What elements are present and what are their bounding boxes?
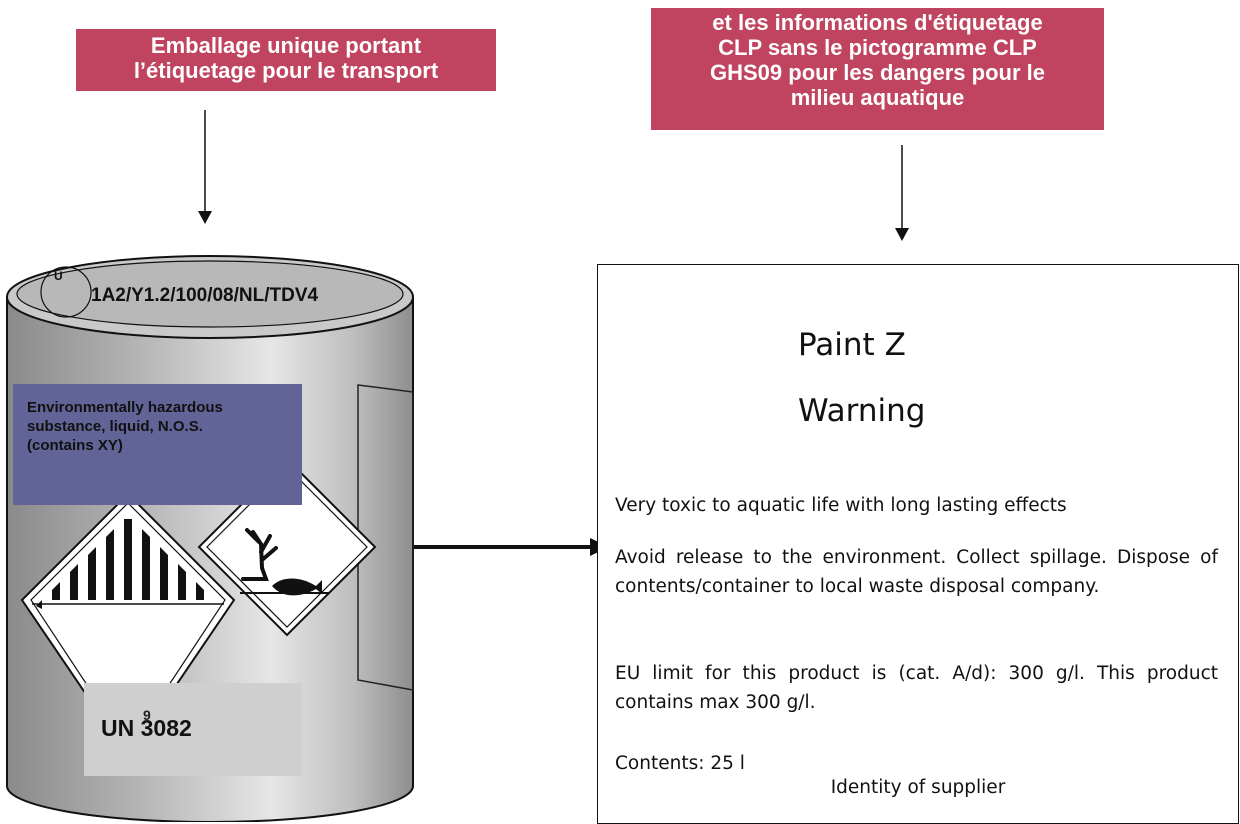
eu-limit-text: EU limit for this product is (cat. A/d):… <box>615 663 1218 713</box>
dead-fish-icon <box>272 578 322 596</box>
supplier-identity: Identity of supplier <box>830 777 1006 798</box>
un-number-panel <box>84 683 302 776</box>
callout-line: et les informations d'étiquetage <box>712 10 1043 35</box>
callout-line: Emballage unique portant <box>150 33 422 58</box>
callout-line: CLP sans le pictogramme CLP <box>718 35 1037 60</box>
drum-recess <box>357 384 414 691</box>
callout-line: milieu aquatique <box>790 85 965 110</box>
callout-clp-label: et les informations d'étiquetage CLP san… <box>651 8 1104 130</box>
packaging-code: 1A2/Y1.2/100/08/NL/TDV4 <box>91 285 319 306</box>
callout-line: GHS09 pour les dangers pour le <box>710 60 1045 85</box>
signal-word: Warning <box>798 393 926 429</box>
arrow-head <box>198 211 212 224</box>
shipping-name-line: Environmentally hazardous <box>27 399 223 416</box>
contents-text: Contents: 25 l <box>615 753 745 774</box>
hazard-statement: Very toxic to aquatic life with long las… <box>615 495 1067 516</box>
un-number: UN 3082 <box>101 715 192 741</box>
callout-transport-label: Emballage unique portant l’étiquetage po… <box>76 29 496 91</box>
product-name: Paint Z <box>798 327 906 363</box>
dead-tree-icon <box>241 528 278 581</box>
callout-line: l’étiquetage pour le transport <box>133 58 439 83</box>
shipping-name-panel <box>13 384 302 505</box>
drum-lid-inner <box>16 260 404 328</box>
shipping-name-line: (contains XY) <box>27 437 123 454</box>
class-9-stripes-icon <box>36 519 220 609</box>
shipping-name-line: substance, liquid, N.O.S. <box>27 418 203 435</box>
arrow-head <box>895 228 909 241</box>
clp-label-panel: Paint Z Warning Very toxic to aquatic li… <box>597 264 1239 824</box>
un-mark-letter: U <box>54 269 63 283</box>
un-packaging-symbol <box>40 266 92 318</box>
shipping-name-text: Environmentally hazardous substance, liq… <box>27 398 223 455</box>
class-number: 9 <box>143 707 151 723</box>
precautionary-statement: Avoid release to the environment. Collec… <box>615 547 1218 597</box>
